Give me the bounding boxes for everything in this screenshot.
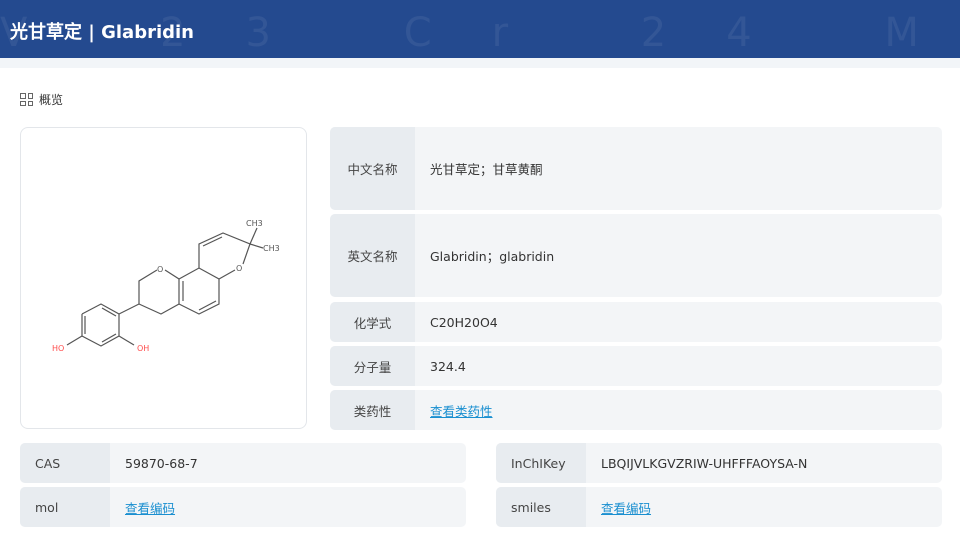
ch3-label: CH3	[263, 244, 280, 253]
periodic-watermark: V 23 Cr 24 Mn 25 Fe 26 Co 27 Ni 28 Cu	[0, 10, 960, 56]
prop-row-druglikeness: 类药性 查看类药性	[330, 390, 942, 430]
id-value: 59870-68-7	[125, 455, 198, 471]
hydroxyl-label: OH	[137, 344, 149, 353]
id-label: mol	[20, 487, 110, 527]
prop-value: Glabridin；glabridin	[430, 249, 555, 264]
grid-icon	[20, 93, 33, 106]
druglikeness-link[interactable]: 查看类药性	[430, 403, 493, 419]
page-title: 光甘草定 | Glabridin	[10, 22, 194, 43]
id-value: LBQIJVLKGVZRIW-UHFFFAOYSA-N	[601, 455, 808, 471]
prop-value: C20H20O4	[430, 314, 498, 330]
prop-row-chinese-name: 中文名称 光甘草定；甘草黄酮	[330, 127, 942, 210]
id-row-mol: mol 查看编码	[20, 487, 466, 527]
ch3-label: CH3	[246, 219, 263, 228]
structure-image: CH3 CH3 O O HO OH	[20, 127, 307, 429]
molecule-diagram: CH3 CH3 O O HO OH	[52, 219, 280, 353]
oxygen-label: O	[236, 264, 242, 273]
id-label: smiles	[496, 487, 586, 527]
prop-label: 化学式	[330, 302, 415, 342]
prop-label: 分子量	[330, 346, 415, 386]
section-title: 概览	[39, 93, 64, 107]
hydroxyl-label: HO	[52, 344, 64, 353]
oxygen-label: O	[157, 265, 163, 274]
id-label: InChIKey	[496, 443, 586, 483]
prop-row-english-name: 英文名称 Glabridin；glabridin	[330, 214, 942, 297]
section-overview: 概览	[20, 91, 63, 108]
prop-value: 光甘草定；甘草黄酮	[430, 162, 543, 177]
mol-view-link[interactable]: 查看编码	[125, 500, 176, 516]
prop-label: 中文名称	[330, 127, 415, 210]
prop-row-formula: 化学式 C20H20O4	[330, 302, 942, 342]
header-band	[0, 58, 960, 68]
id-label: CAS	[20, 443, 110, 483]
id-row-inchikey: InChIKey LBQIJVLKGVZRIW-UHFFFAOYSA-N	[496, 443, 942, 483]
prop-label: 类药性	[330, 390, 415, 430]
id-row-cas: CAS 59870-68-7	[20, 443, 466, 483]
id-row-smiles: smiles 查看编码	[496, 487, 942, 527]
smiles-view-link[interactable]: 查看编码	[601, 500, 652, 516]
prop-label: 英文名称	[330, 214, 415, 297]
prop-row-mw: 分子量 324.4	[330, 346, 942, 386]
prop-value: 324.4	[430, 358, 466, 374]
page-header: V 23 Cr 24 Mn 25 Fe 26 Co 27 Ni 28 Cu 光甘…	[0, 0, 960, 58]
